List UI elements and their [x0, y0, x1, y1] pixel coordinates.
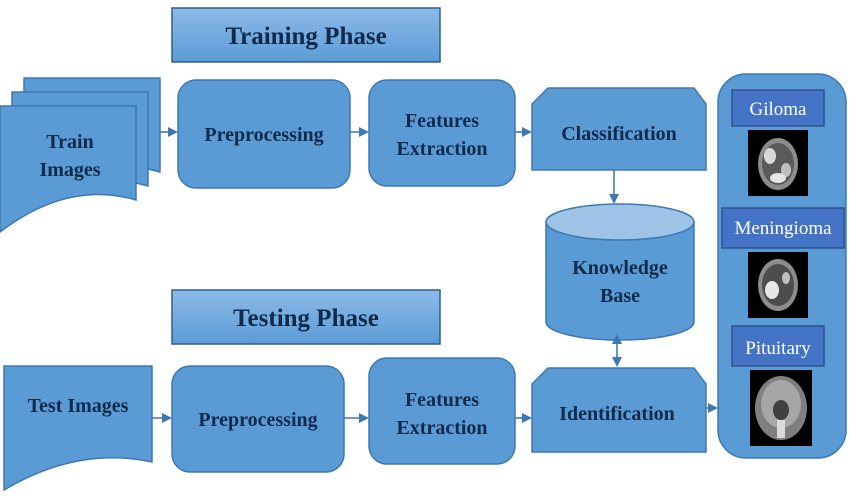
class-meningioma-box	[721, 207, 845, 249]
train-features-line2: Extraction	[396, 138, 487, 160]
connectors	[152, 127, 718, 423]
testing-phase-banner: Testing Phase	[171, 289, 441, 345]
pituitary-mri-image	[750, 370, 812, 446]
classes-panel: Giloma Meningioma Pituitary	[717, 73, 847, 459]
train-preprocessing-node: Preprocessing	[177, 79, 351, 189]
knowledge-base-line2: Base	[600, 285, 640, 307]
knowledge-base-line1: Knowledge	[572, 257, 668, 279]
knowledge-base-node: Knowledge Base	[545, 203, 695, 341]
class-pituitary-box	[731, 325, 825, 367]
train-images-line2: Images	[39, 159, 100, 181]
train-features-extraction-node: Features Extraction	[368, 79, 516, 187]
classification-node: Classification	[531, 87, 707, 171]
meningioma-mri-image	[748, 252, 808, 318]
test-features-line2: Extraction	[396, 417, 487, 439]
identification-node: Identification	[531, 367, 707, 453]
testing-phase-title: Testing Phase	[233, 305, 379, 332]
giloma-mri-image	[748, 130, 808, 196]
train-images-node: Train Images	[0, 77, 161, 233]
train-images-line1: Train	[46, 131, 93, 153]
train-features-line1: Features	[405, 110, 479, 132]
training-phase-banner: Training Phase	[171, 7, 441, 63]
test-images-node: Test Images	[3, 365, 153, 492]
train-preprocessing-label: Preprocessing	[204, 124, 323, 146]
class-giloma-box	[731, 89, 825, 127]
test-features-line1: Features	[405, 389, 479, 411]
test-preprocessing-label: Preprocessing	[198, 409, 317, 431]
class-giloma-label: Giloma	[750, 99, 808, 120]
test-images-label: Test Images	[28, 395, 129, 417]
class-pituitary-label: Pituitary	[745, 338, 811, 359]
training-phase-title: Training Phase	[225, 23, 386, 50]
test-features-extraction-node: Features Extraction	[368, 357, 516, 465]
classification-label: Classification	[561, 123, 677, 145]
class-meningioma-label: Meningioma	[734, 218, 832, 239]
test-preprocessing-node: Preprocessing	[171, 365, 345, 473]
identification-label: Identification	[559, 403, 675, 425]
